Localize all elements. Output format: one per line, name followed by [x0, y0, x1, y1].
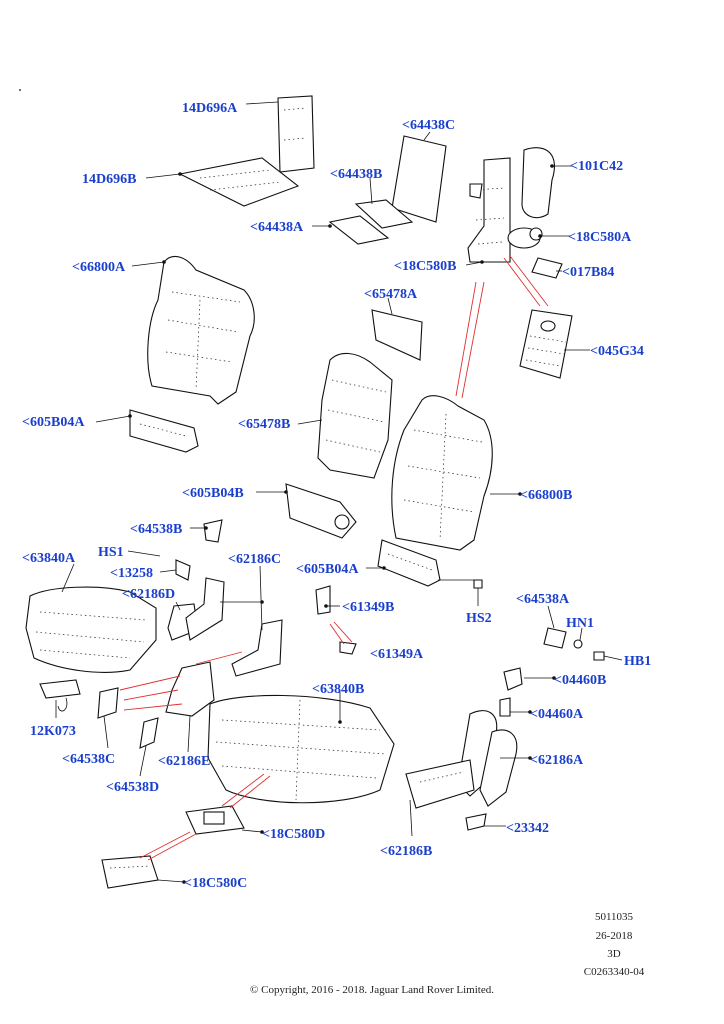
label-hb1: HB1 — [624, 654, 651, 669]
label-62186b: <62186B — [380, 844, 432, 859]
part-61349a — [339, 641, 357, 655]
label-64538d: <64538D — [106, 780, 159, 795]
label-101c42: <101C42 — [570, 159, 623, 174]
part-23342 — [465, 813, 487, 831]
assembly-lines — [119, 255, 549, 861]
part-62186e — [165, 661, 215, 717]
label-64438a: <64438A — [250, 220, 304, 235]
part-hb1 — [593, 651, 605, 661]
part-64538a — [543, 627, 567, 649]
label-66800b: <66800B — [520, 488, 572, 503]
part-18c580d — [185, 805, 245, 835]
label-62186c: <62186C — [228, 552, 281, 567]
label-hn1: HN1 — [566, 616, 594, 631]
label-23342: <23342 — [506, 821, 549, 836]
part-04460b — [503, 667, 523, 691]
label-045g34: <045G34 — [590, 344, 644, 359]
part-65478a — [371, 309, 423, 361]
label-hs2: HS2 — [466, 611, 492, 626]
part-62186c — [185, 577, 283, 677]
label-64438c: <64438C — [402, 118, 455, 133]
part-63840b — [207, 694, 395, 804]
meta-view: 3D — [607, 948, 621, 960]
part-64438b — [354, 199, 414, 229]
label-18c580b: <18C580B — [394, 259, 456, 274]
part-66800b — [391, 395, 493, 551]
label-61349b: <61349B — [342, 600, 394, 615]
part-605b04a-upper — [129, 409, 199, 453]
label-18c580a: <18C580A — [568, 230, 632, 245]
meta-number: 5011035 — [595, 911, 634, 923]
part-64538b — [203, 519, 223, 543]
part-64438c — [391, 135, 447, 223]
part-61349b — [315, 585, 331, 615]
part-101c42 — [521, 147, 556, 219]
label-04460a: <04460A — [530, 707, 584, 722]
part-62186b — [405, 759, 475, 809]
part-12k073 — [39, 679, 81, 712]
part-63840a — [25, 586, 157, 673]
copyright-notice: © Copyright, 2016 - 2018. Jaguar Land Ro… — [250, 984, 494, 996]
part-14d696a — [277, 95, 315, 173]
part-14d696b — [178, 157, 300, 207]
part-hs2 — [473, 579, 483, 589]
label-13258: <13258 — [110, 566, 153, 581]
label-605b04a-upper: <605B04A — [22, 415, 85, 430]
label-63840b: <63840B — [312, 682, 364, 697]
label-61349a: <61349A — [370, 647, 424, 662]
label-017b84: <017B84 — [562, 265, 614, 280]
part-labels: 14D696A 14D696B <64438C <64438B <64438A … — [22, 101, 651, 891]
document-meta: 5011035 26-2018 3D C0263340-04 — [584, 911, 645, 978]
label-18c580d: <18C580D — [262, 827, 325, 842]
part-18c580a — [507, 227, 543, 249]
label-605b04a-lower: <605B04A — [296, 562, 359, 577]
label-14d696b: 14D696B — [82, 172, 136, 187]
part-hn1 — [573, 639, 583, 649]
part-045g34 — [519, 309, 573, 379]
label-62186a: <62186A — [530, 753, 584, 768]
label-14d696a: 14D696A — [182, 101, 238, 116]
label-65478b: <65478B — [238, 417, 290, 432]
label-hs1: HS1 — [98, 545, 124, 560]
label-64538b: <64538B — [130, 522, 182, 537]
part-04460a — [499, 697, 511, 717]
label-64538a: <64538A — [516, 592, 570, 607]
label-65478a: <65478A — [364, 287, 418, 302]
leader-lines — [55, 101, 623, 883]
part-65478b — [317, 352, 393, 479]
label-62186d: <62186D — [122, 587, 175, 602]
label-63840a: <63840A — [22, 551, 76, 566]
meta-code: C0263340-04 — [584, 966, 645, 978]
part-18c580b-frame — [467, 157, 511, 263]
part-605b04a-lower — [377, 539, 441, 587]
part-64538d — [139, 717, 159, 749]
part-64438a — [328, 215, 390, 245]
label-62186e: <62186E — [158, 754, 210, 769]
label-64538c: <64538C — [62, 752, 115, 767]
label-04460b: <04460B — [554, 673, 606, 688]
meta-date: 26-2018 — [596, 930, 633, 942]
part-605b04b — [285, 483, 357, 539]
label-605b04b: <605B04B — [182, 486, 244, 501]
label-12k073: 12K073 — [30, 724, 76, 739]
part-64538c — [97, 687, 119, 719]
part-13258 — [175, 559, 191, 581]
part-18c580c — [101, 855, 159, 889]
part-66800a — [147, 255, 255, 405]
label-18c580c: <18C580C — [184, 876, 247, 891]
label-64438b: <64438B — [330, 167, 382, 182]
leader-dots — [19, 89, 556, 884]
part-017b84 — [531, 257, 563, 279]
label-66800a: <66800A — [72, 260, 126, 275]
